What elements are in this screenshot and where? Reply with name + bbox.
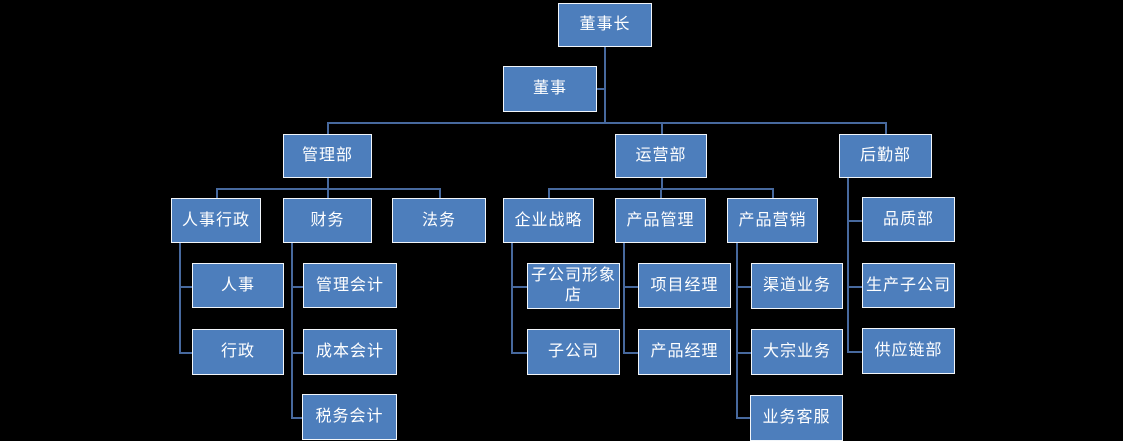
org-node-label: 渠道业务 bbox=[762, 277, 831, 294]
connector-line bbox=[179, 352, 192, 354]
org-node-label: 管理会计 bbox=[315, 276, 384, 294]
connector-line bbox=[511, 243, 513, 353]
connector-line bbox=[661, 122, 663, 134]
connector-line bbox=[847, 178, 849, 352]
org-node-business-customer-service[interactable]: 业务客服 bbox=[750, 395, 843, 441]
connector-line bbox=[736, 352, 751, 354]
connector-line bbox=[847, 351, 862, 353]
org-node-label: 财务 bbox=[310, 211, 345, 229]
org-node-label: 业务客服 bbox=[762, 409, 831, 426]
org-node-corporate-strategy[interactable]: 企业战略 bbox=[503, 198, 594, 243]
connector-line bbox=[885, 122, 887, 134]
org-node-label: 生产子公司 bbox=[865, 276, 951, 294]
connector-line bbox=[847, 220, 862, 222]
org-node-logistics-dept[interactable]: 后勤部 bbox=[839, 134, 932, 178]
connector-line bbox=[623, 286, 638, 288]
org-node-label: 税务会计 bbox=[315, 408, 384, 425]
connector-line bbox=[604, 47, 606, 123]
connector-line bbox=[179, 243, 181, 353]
org-node-label: 管理部 bbox=[301, 147, 353, 164]
connector-line bbox=[661, 178, 663, 189]
connector-line bbox=[511, 352, 527, 354]
org-node-cost-accounting[interactable]: 成本会计 bbox=[303, 329, 397, 375]
org-node-subsidiary-image-store[interactable]: 子公司形象店 bbox=[527, 263, 620, 309]
org-node-operations-dept[interactable]: 运营部 bbox=[615, 134, 707, 178]
org-node-production-subsidiary[interactable]: 生产子公司 bbox=[862, 263, 955, 308]
connector-line bbox=[179, 286, 192, 288]
connector-line bbox=[439, 188, 441, 198]
connector-line bbox=[291, 286, 303, 288]
org-node-hr-admin[interactable]: 人事行政 bbox=[171, 198, 261, 243]
org-node-management-accounting[interactable]: 管理会计 bbox=[303, 263, 397, 308]
org-node-finance[interactable]: 财务 bbox=[283, 198, 372, 243]
connector-line bbox=[548, 188, 550, 198]
org-node-label: 后勤部 bbox=[859, 147, 911, 164]
org-node-label: 法务 bbox=[421, 211, 456, 229]
connector-line bbox=[327, 122, 886, 124]
org-node-bulk-business[interactable]: 大宗业务 bbox=[751, 329, 843, 375]
org-node-label: 董事 bbox=[532, 80, 567, 97]
org-node-tax-accounting[interactable]: 税务会计 bbox=[302, 394, 397, 440]
connector-line bbox=[327, 122, 329, 134]
connector-line bbox=[847, 286, 862, 288]
connector-line bbox=[291, 352, 303, 354]
org-node-label: 企业战略 bbox=[514, 211, 583, 229]
connector-line bbox=[736, 243, 738, 418]
connector-line bbox=[596, 88, 605, 90]
org-node-director[interactable]: 董事 bbox=[503, 66, 597, 112]
org-node-label: 子公司 bbox=[547, 343, 599, 360]
org-node-product-marketing[interactable]: 产品营销 bbox=[727, 198, 818, 243]
org-node-label: 人事 bbox=[220, 276, 255, 294]
connector-line bbox=[736, 286, 751, 288]
org-node-label: 产品管理 bbox=[626, 211, 695, 229]
org-node-channel-business[interactable]: 渠道业务 bbox=[751, 263, 843, 309]
org-node-label: 品质部 bbox=[882, 210, 934, 228]
org-node-label: 产品营销 bbox=[738, 211, 807, 229]
org-node-chairman[interactable]: 董事长 bbox=[558, 3, 652, 47]
org-node-label: 供应链部 bbox=[874, 342, 943, 359]
org-node-label: 大宗业务 bbox=[762, 343, 831, 360]
org-node-label: 行政 bbox=[220, 343, 255, 360]
org-node-project-manager[interactable]: 项目经理 bbox=[638, 263, 731, 308]
org-node-label: 成本会计 bbox=[315, 343, 384, 360]
org-node-legal[interactable]: 法务 bbox=[392, 198, 486, 243]
org-node-product-manager[interactable]: 产品经理 bbox=[638, 329, 731, 375]
connector-line bbox=[291, 417, 302, 419]
connector-line bbox=[623, 352, 638, 354]
org-node-product-management[interactable]: 产品管理 bbox=[615, 198, 706, 243]
org-node-label: 运营部 bbox=[635, 147, 687, 164]
org-node-management-dept[interactable]: 管理部 bbox=[283, 134, 372, 178]
connector-line bbox=[772, 188, 774, 198]
org-node-label: 产品经理 bbox=[650, 343, 719, 360]
org-node-admin[interactable]: 行政 bbox=[192, 329, 284, 375]
org-node-label: 项目经理 bbox=[650, 276, 719, 294]
connector-line bbox=[216, 188, 218, 198]
connector-line bbox=[660, 188, 662, 198]
connector-line bbox=[623, 243, 625, 353]
connector-line bbox=[327, 178, 329, 189]
connector-line bbox=[327, 188, 329, 198]
org-node-quality-dept[interactable]: 品质部 bbox=[862, 197, 955, 242]
connector-line bbox=[291, 243, 293, 418]
org-node-label: 董事长 bbox=[579, 16, 631, 33]
connector-line bbox=[511, 286, 527, 288]
org-node-label: 子公司形象店 bbox=[530, 267, 616, 304]
org-node-subsidiary[interactable]: 子公司 bbox=[527, 329, 620, 375]
org-node-supply-chain-dept[interactable]: 供应链部 bbox=[862, 328, 955, 374]
org-node-label: 人事行政 bbox=[181, 211, 250, 229]
connector-line bbox=[736, 417, 750, 419]
org-node-hr[interactable]: 人事 bbox=[192, 263, 284, 308]
